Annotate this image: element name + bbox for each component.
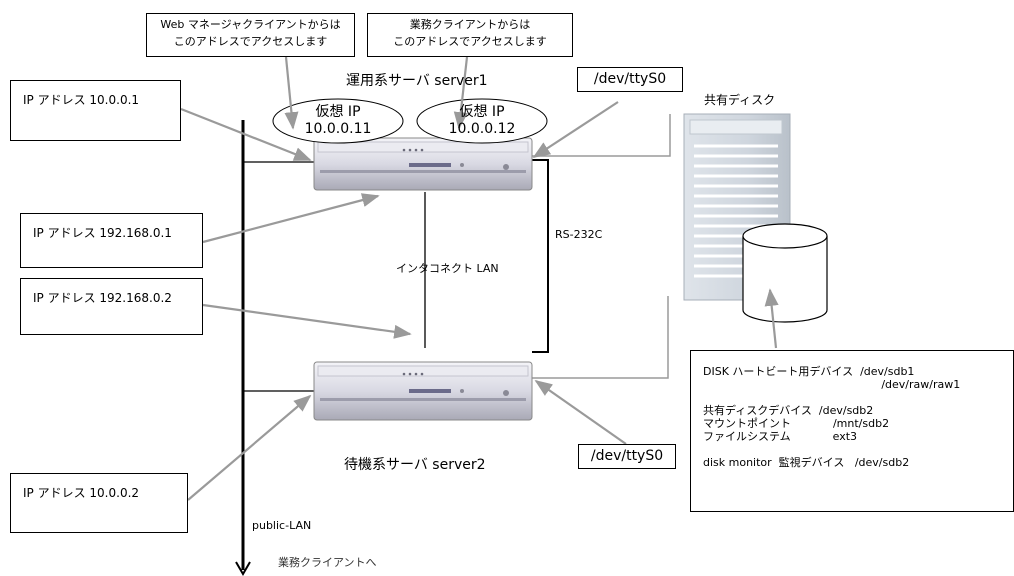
disk-info-line: /dev/raw/raw1 [703,378,961,391]
disk-cylinder-icon [742,223,828,323]
disk-info-line: DISK ハートビート用デバイス /dev/sdb1 [703,365,915,378]
virtual-ip-1-title: 仮想 IP [315,104,361,120]
virtual-ip-2-address: 10.0.0.12 [448,121,516,137]
server1-rack [313,137,533,191]
callout-business-client: 業務クライアントからは このアドレスでアクセスします [367,13,573,57]
disk-info-line: 共有ディスクデバイス /dev/sdb2 [703,404,874,417]
shared-disk-tower [683,113,791,301]
disk-cable-server2 [532,296,669,379]
ip-label-server2-public: IP アドレス 10.0.0.2 [23,486,140,500]
serial-device-server2: /dev/ttyS0 [578,444,676,469]
virtual-ip-2: 仮想 IP 10.0.0.12 [417,104,547,138]
disk-info-line: disk monitor 監視デバイス /dev/sdb2 [703,456,910,469]
ip-box-server1-interconnect: IP アドレス 192.168.0.1 [20,213,203,268]
disk-info-line [703,391,1013,404]
callout-business-client-line2: このアドレスでアクセスします [393,35,547,48]
callout-web-manager-line2: このアドレスでアクセスします [173,35,328,48]
callout-web-manager-line1: Web マネージャクライアントからは [160,18,341,31]
virtual-ip-ellipse-2 [416,98,548,144]
ip-label-server1-public: IP アドレス 10.0.0.1 [23,93,140,107]
disk-cable-server1 [532,114,671,157]
virtual-ip-ellipse-1 [272,98,404,144]
server1-label: 運用系サーバ server1 [346,73,488,89]
rs232c-label: RS-232C [555,228,603,241]
server2-rack [313,361,533,421]
virtual-ip-2-title: 仮想 IP [459,104,505,120]
disk-info-line: マウントポイント /mnt/sdb2 [703,417,890,430]
disk-info-line [703,443,1013,456]
disk-info-panel: DISK ハートビート用デバイス /dev/sdb1 /dev/raw/raw1… [690,350,1014,512]
public-lan-bus [235,120,251,576]
serial-device-server1-text: /dev/ttyS0 [593,71,667,87]
annotation-arrows [180,56,779,501]
disk-info-line: ファイルシステム ext3 [703,430,858,443]
client-arrow-label: 業務クライアントへ [278,556,377,569]
callout-business-client-line1: 業務クライアントからは [409,18,531,31]
interconnect-lan-label: インタコネクト LAN [396,262,499,275]
ip-box-server2-interconnect: IP アドレス 192.168.0.2 [20,278,203,335]
ip-label-server2-interconnect: IP アドレス 192.168.0.2 [33,291,172,305]
rs232c-cable [532,159,549,353]
virtual-ip-1-address: 10.0.0.11 [304,121,372,137]
serial-device-server2-text: /dev/ttyS0 [590,448,664,464]
shared-disk-label: 共有ディスク [704,93,776,107]
ip-label-server1-interconnect: IP アドレス 192.168.0.1 [33,226,172,240]
ip-box-server1-public: IP アドレス 10.0.0.1 [10,80,181,141]
ip-box-server2-public: IP アドレス 10.0.0.2 [10,473,188,533]
public-lan-label: public-LAN [252,519,312,532]
serial-device-server1: /dev/ttyS0 [577,67,683,92]
virtual-ip-1: 仮想 IP 10.0.0.11 [273,104,403,138]
server2-label: 待機系サーバ server2 [344,457,486,473]
callout-web-manager: Web マネージャクライアントからは このアドレスでアクセスします [146,13,355,57]
